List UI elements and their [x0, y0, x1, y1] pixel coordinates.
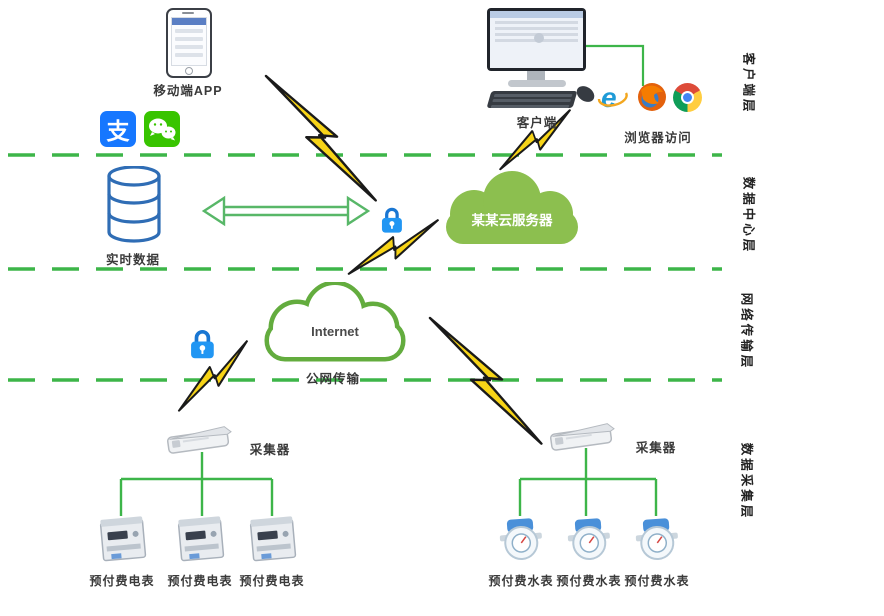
phone-home-button	[185, 66, 193, 75]
svg-text:e: e	[601, 82, 617, 113]
firefox-browser-icon	[638, 83, 666, 111]
client-label: 客户端	[516, 116, 558, 130]
internet-cloud-icon: Internet	[264, 282, 406, 362]
ie-browser-icon: e	[597, 82, 628, 113]
layer-label-datacenter: 数据中心层	[741, 176, 756, 255]
database-label: 实时数据	[105, 253, 160, 267]
electric-meter-label: 预付费电表	[167, 574, 233, 588]
water-meter-label: 预付费水表	[488, 574, 554, 588]
mobile-phone-icon	[166, 8, 212, 78]
electric-meter-icon	[99, 516, 147, 562]
water-meter-icon	[567, 518, 610, 560]
keyboard-icon	[486, 91, 578, 108]
phone-label: 移动端APP	[153, 84, 223, 98]
monitor-stand	[527, 71, 545, 81]
alipay-icon: 支	[100, 111, 136, 147]
collector-right-icon	[549, 423, 615, 451]
monitor-base	[508, 80, 566, 87]
bolt-internet-to-left-collector	[177, 340, 248, 412]
collector-left-label: 采集器	[249, 443, 291, 457]
right-collector-tree	[518, 448, 658, 516]
database-icon	[107, 166, 161, 243]
electric-meter-icon	[177, 516, 225, 562]
left-collector-tree	[119, 452, 274, 516]
bolt-cloudserver-to-internet	[347, 219, 439, 275]
electric-meter-icon	[249, 516, 297, 562]
cloud-server-label: 某某云服务器	[472, 212, 553, 228]
layer-label-collection: 数据采集层	[739, 442, 754, 521]
collector-left-icon	[166, 426, 232, 454]
bolt-phone-to-cloudserver	[264, 74, 377, 202]
water-meter-icon	[499, 518, 542, 560]
alipay-glyph: 支	[106, 118, 130, 144]
bolt-internet-to-right-collector	[428, 316, 543, 445]
cloud-server-icon: 某某云服务器	[446, 171, 578, 244]
public-network-label: 公网传输	[305, 372, 360, 386]
desktop-monitor-icon	[487, 8, 586, 71]
chrome-browser-icon	[673, 83, 702, 112]
electric-meter-label: 预付费电表	[239, 574, 305, 588]
layer-label-network: 网络传输层	[739, 292, 754, 371]
client-browser-connector	[586, 44, 645, 86]
phone-screen	[171, 17, 207, 66]
phone-speaker	[182, 12, 194, 14]
bolt-client-to-cloudserver	[499, 109, 571, 171]
lock-icon	[381, 207, 402, 233]
wechat-icon	[144, 111, 180, 147]
water-meter-icon	[635, 518, 678, 560]
layer-label-client: 客户端层	[741, 52, 756, 115]
water-meter-label: 预付费水表	[624, 574, 690, 588]
lock-icon	[191, 329, 214, 359]
collector-right-label: 采集器	[635, 441, 677, 455]
internet-text: Internet	[311, 324, 359, 339]
electric-meter-label: 预付费电表	[89, 574, 155, 588]
db-cloud-sync-arrow	[201, 195, 371, 227]
browser-access-label: 浏览器访问	[624, 131, 692, 145]
water-meter-label: 预付费水表	[556, 574, 622, 588]
